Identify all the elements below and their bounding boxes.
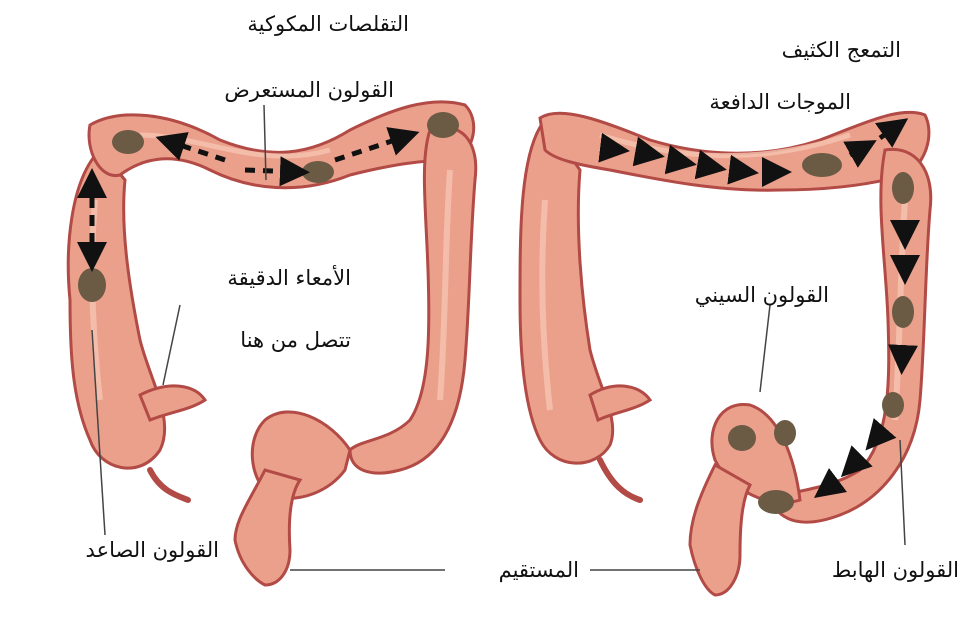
label-sigmoid-colon: القولون السيني xyxy=(695,285,829,306)
label-descending-colon: القولون الهابط xyxy=(832,560,959,581)
label-small-intestine-1: الأمعاء الدقيقة xyxy=(227,268,351,289)
transverse-colon-right xyxy=(540,112,929,190)
rectum-left xyxy=(235,470,300,585)
label-ascending-colon: القولون الصاعد xyxy=(86,540,219,561)
label-transverse-colon: القولون المستعرض xyxy=(224,80,394,101)
stool-icon xyxy=(892,296,914,328)
stool-icon xyxy=(427,112,459,138)
stool-icon xyxy=(302,161,334,183)
stool-icon xyxy=(728,425,756,451)
label-mass-movement-1: التمعج الكثيف xyxy=(782,40,901,61)
small-intestine-junction-left xyxy=(140,386,205,420)
label-mass-movement-2: الموجات الدافعة xyxy=(709,92,851,113)
stool-icon xyxy=(882,392,904,418)
stool-icon xyxy=(758,490,794,514)
descending-colon-left xyxy=(350,127,476,473)
stool-icon xyxy=(774,420,796,446)
transverse-colon-left xyxy=(89,102,474,188)
stool-icon xyxy=(892,172,914,204)
rectum-right xyxy=(690,465,750,595)
label-haustral-contractions: التقلصات المكوكية xyxy=(247,14,409,35)
right-colon xyxy=(520,112,931,595)
appendix-left xyxy=(150,470,188,500)
stool-icon xyxy=(112,130,144,154)
label-rectum: المستقيم xyxy=(499,560,579,581)
label-small-intestine-2: تتصل من هنا xyxy=(240,330,351,351)
stool-icon xyxy=(78,268,106,302)
stool-icon xyxy=(802,153,842,177)
